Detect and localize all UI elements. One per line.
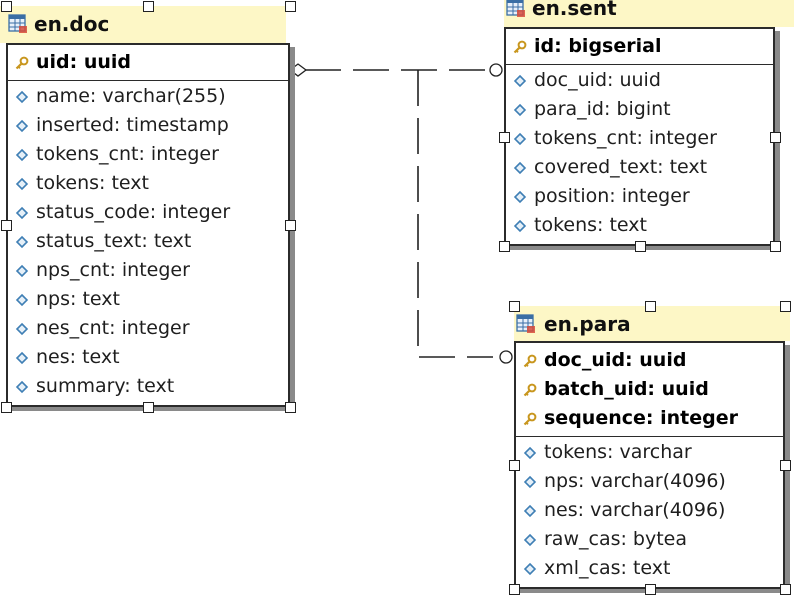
field-row[interactable]: xml_cas: text xyxy=(516,554,783,583)
field-label: xml_cas: text xyxy=(544,557,671,579)
field-label: status_code: integer xyxy=(36,201,231,223)
field-row[interactable]: nes: varchar(4096) xyxy=(516,496,783,525)
pk-field-row[interactable]: doc_uid: uuid xyxy=(516,346,783,375)
resize-handle[interactable] xyxy=(635,241,646,252)
resize-handle[interactable] xyxy=(285,1,296,12)
pk-field-label: sequence: integer xyxy=(544,407,738,429)
field-row[interactable]: status_code: integer xyxy=(8,198,288,227)
relation-end-circle-icon xyxy=(499,350,513,364)
field-row[interactable]: nps: text xyxy=(8,285,288,314)
resize-handle[interactable] xyxy=(1,402,12,413)
field-label: covered_text: text xyxy=(534,156,708,178)
field-label: name: varchar(255) xyxy=(36,85,226,107)
resize-handle[interactable] xyxy=(780,301,791,312)
resize-handle[interactable] xyxy=(780,584,791,595)
resize-handle[interactable] xyxy=(645,301,656,312)
entity-body[interactable]: uid: uuid name: varchar(255) inserted: tim… xyxy=(6,43,290,407)
field-label: para_id: bigint xyxy=(534,98,671,120)
pk-field-label: doc_uid: uuid xyxy=(544,349,687,371)
field-label: inserted: timestamp xyxy=(36,114,229,136)
entity-title: en.para xyxy=(544,312,631,336)
entity-title-bar[interactable] xyxy=(504,0,794,27)
field-label: nps_cnt: integer xyxy=(36,259,190,281)
pk-field-row[interactable]: id: bigserial xyxy=(506,32,773,61)
pk-field-row[interactable]: uid: uuid xyxy=(8,48,288,77)
field-label: doc_uid: uuid xyxy=(534,69,661,91)
resize-handle[interactable] xyxy=(509,301,520,312)
entity-body[interactable]: id: bigserial doc_uid: uuid para_id: bigin… xyxy=(504,27,775,246)
pk-field-row[interactable]: sequence: integer xyxy=(516,404,783,433)
resize-handle[interactable] xyxy=(143,402,154,413)
field-row[interactable]: nes_cnt: integer xyxy=(8,314,288,343)
pk-separator xyxy=(506,64,773,65)
field-row[interactable]: tokens_cnt: integer xyxy=(8,140,288,169)
relation-start-diamond-icon xyxy=(288,63,308,77)
field-row[interactable]: nes: text xyxy=(8,343,288,372)
field-label: nes: varchar(4096) xyxy=(544,499,726,521)
field-label: tokens: text xyxy=(36,172,149,194)
field-row[interactable]: raw_cas: bytea xyxy=(516,525,783,554)
field-label: nes: text xyxy=(36,346,120,368)
resize-handle[interactable] xyxy=(499,241,510,252)
resize-handle[interactable] xyxy=(770,132,781,143)
field-label: status_text: text xyxy=(36,230,192,252)
resize-handle[interactable] xyxy=(645,584,656,595)
field-label: tokens_cnt: integer xyxy=(36,143,219,165)
entity-body[interactable]: doc_uid: uuid batch_uid: uuid sequence: in… xyxy=(514,341,785,589)
field-label: tokens_cnt: integer xyxy=(534,127,717,149)
field-row[interactable]: para_id: bigint xyxy=(506,95,773,124)
field-row[interactable]: doc_uid: uuid xyxy=(506,66,773,95)
field-row[interactable]: position: integer xyxy=(506,182,773,211)
resize-handle[interactable] xyxy=(780,460,791,471)
resize-handle[interactable] xyxy=(285,220,296,231)
field-label: tokens: varchar xyxy=(544,441,692,463)
field-label: raw_cas: bytea xyxy=(544,528,688,550)
pk-separator xyxy=(8,80,288,81)
field-row[interactable]: name: varchar(255) xyxy=(8,82,288,111)
resize-handle[interactable] xyxy=(509,584,520,595)
field-row[interactable]: summary: text xyxy=(8,372,288,401)
field-row[interactable]: covered_text: text xyxy=(506,153,773,182)
resize-handle[interactable] xyxy=(1,220,12,231)
entity-title: en.sent xyxy=(532,0,617,20)
field-label: position: integer xyxy=(534,185,690,207)
pk-field-label: id: bigserial xyxy=(534,35,662,57)
relation-end-circle-icon xyxy=(489,63,503,77)
pk-field-label: uid: uuid xyxy=(36,51,132,73)
resize-handle[interactable] xyxy=(509,460,520,471)
resize-handle[interactable] xyxy=(285,402,296,413)
field-row[interactable]: tokens: text xyxy=(8,169,288,198)
field-row[interactable]: nps: varchar(4096) xyxy=(516,467,783,496)
pk-field-row[interactable]: batch_uid: uuid xyxy=(516,375,783,404)
field-label: summary: text xyxy=(36,375,175,397)
relation-doc-para-line[interactable] xyxy=(417,70,493,358)
field-label: nes_cnt: integer xyxy=(36,317,190,339)
field-row[interactable]: tokens: varchar xyxy=(516,438,783,467)
field-label: nps: text xyxy=(36,288,120,310)
field-row[interactable]: nps_cnt: integer xyxy=(8,256,288,285)
field-row[interactable]: tokens_cnt: integer xyxy=(506,124,773,153)
field-row[interactable]: tokens: text xyxy=(506,211,773,240)
field-row[interactable]: inserted: timestamp xyxy=(8,111,288,140)
field-label: tokens: text xyxy=(534,214,647,236)
field-label: nps: varchar(4096) xyxy=(544,470,726,492)
field-row[interactable]: status_text: text xyxy=(8,227,288,256)
resize-handle[interactable] xyxy=(1,1,12,12)
entity-title-bar[interactable] xyxy=(0,6,286,43)
resize-handle[interactable] xyxy=(770,241,781,252)
resize-handle[interactable] xyxy=(499,132,510,143)
resize-handle[interactable] xyxy=(143,1,154,12)
entity-title: en.doc xyxy=(34,12,110,36)
pk-separator xyxy=(516,436,783,437)
pk-field-label: batch_uid: uuid xyxy=(544,378,709,400)
